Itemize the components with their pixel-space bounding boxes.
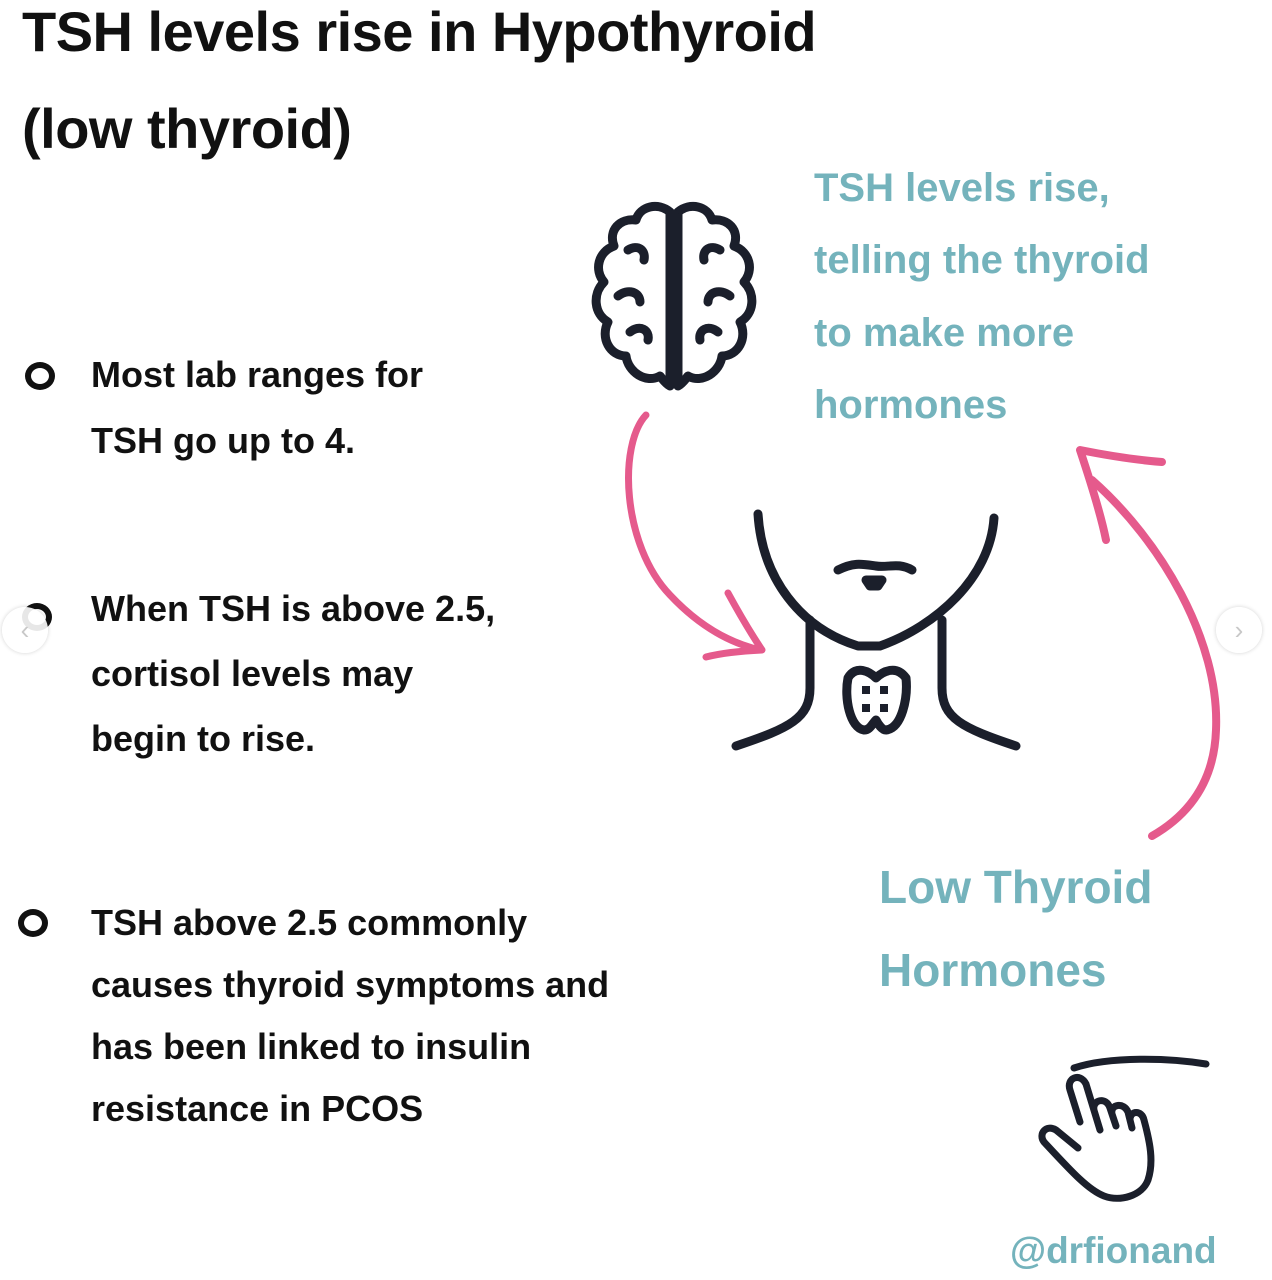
bullet-text: has been linked to insulin (91, 1026, 532, 1067)
bullet-text: causes thyroid symptoms and (91, 964, 610, 1005)
tsh-caption-line: TSH levels rise, (814, 166, 1110, 210)
low-thyroid-caption-line: Hormones (879, 944, 1107, 996)
bullet-text: TSH go up to 4. (91, 420, 355, 461)
tsh-caption-line: hormones (814, 383, 1008, 427)
author-handle: @drfionand (1010, 1230, 1217, 1271)
brain-icon (591, 201, 757, 391)
bullet-text: TSH above 2.5 commonly (91, 902, 528, 943)
bullet-circle-icon (25, 362, 55, 390)
swipe-hand-icon (1038, 1055, 1210, 1202)
low-thyroid-caption-line: Low Thyroid (879, 861, 1153, 913)
curved-arrow-down-icon (625, 411, 766, 661)
page-title-line-2: (low thyroid) (22, 97, 352, 160)
chevron-left-icon: ‹ (20, 614, 30, 645)
tsh-caption-line: telling the thyroid (814, 238, 1150, 282)
bullet-text: Most lab ranges for (91, 354, 424, 395)
neck-thyroid-icon (731, 509, 1021, 751)
curved-arrow-up-icon (1076, 446, 1221, 840)
page-title-line-1: TSH levels rise in Hypothyroid (22, 0, 817, 63)
chevron-right-icon: › (1234, 614, 1244, 645)
carousel-next-button[interactable]: › (1216, 607, 1262, 653)
tsh-caption-line: to make more (814, 311, 1075, 355)
bullet-text: resistance in PCOS (91, 1088, 424, 1129)
bullet-text: begin to rise. (91, 718, 316, 759)
bullet-text: When TSH is above 2.5, (91, 588, 496, 629)
bullet-circle-icon (18, 909, 48, 937)
carousel-prev-button[interactable]: ‹ (2, 607, 48, 653)
bullet-text: cortisol levels may (91, 653, 414, 694)
